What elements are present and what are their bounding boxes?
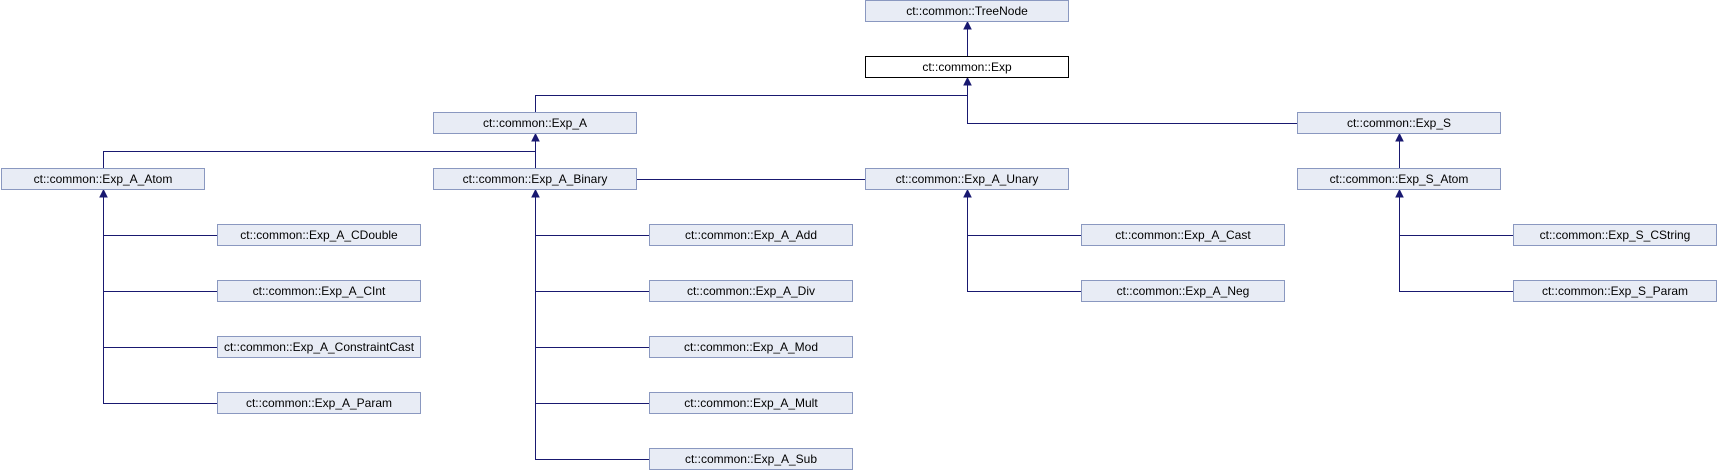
edge-exp-a-sub-to-exp-a-binary xyxy=(535,197,649,460)
edge-exp-s-param-to-exp-s-atom xyxy=(1399,197,1513,292)
node-exp-a-mod[interactable]: ct::common::Exp_A_Mod xyxy=(649,336,853,358)
node-exp-a-sub[interactable]: ct::common::Exp_A_Sub xyxy=(649,448,853,470)
edge-exp-a-atom-to-exp-a xyxy=(103,141,536,168)
node-exp-a-unary[interactable]: ct::common::Exp_A_Unary xyxy=(865,168,1069,190)
edge-exp-a-neg-to-exp-a-unary xyxy=(967,197,1081,292)
edge-exp-a-cint-to-exp-a-atom xyxy=(103,197,217,292)
edge-exp-a-constraintcast-to-exp-a-atom xyxy=(103,197,217,348)
arrowhead-exp-a xyxy=(531,132,540,142)
arrowhead-exp-a-binary xyxy=(531,188,540,198)
node-exp-a-constraintcast[interactable]: ct::common::Exp_A_ConstraintCast xyxy=(217,336,421,358)
node-exp-a-cast[interactable]: ct::common::Exp_A_Cast xyxy=(1081,224,1285,246)
arrowhead-exp xyxy=(963,76,972,86)
node-exp: ct::common::Exp xyxy=(865,56,1069,78)
edge-exp-a-to-exp xyxy=(535,85,968,112)
edge-exp-a-mult-to-exp-a-binary xyxy=(535,197,649,404)
edge-exp-a-cdouble-to-exp-a-atom xyxy=(103,197,217,236)
node-treenode[interactable]: ct::common::TreeNode xyxy=(865,0,1069,22)
node-exp-a-atom[interactable]: ct::common::Exp_A_Atom xyxy=(1,168,205,190)
edge-exp-a-param-to-exp-a-atom xyxy=(103,197,217,404)
arrowhead-exp-s-atom xyxy=(1395,188,1404,198)
edge-exp-s-to-exp xyxy=(967,85,1297,124)
node-exp-a-mult[interactable]: ct::common::Exp_A_Mult xyxy=(649,392,853,414)
node-exp-a-cint[interactable]: ct::common::Exp_A_CInt xyxy=(217,280,421,302)
arrowhead-exp-a-atom xyxy=(99,188,108,198)
node-exp-a[interactable]: ct::common::Exp_A xyxy=(433,112,637,134)
node-exp-a-neg[interactable]: ct::common::Exp_A_Neg xyxy=(1081,280,1285,302)
node-exp-a-add[interactable]: ct::common::Exp_A_Add xyxy=(649,224,853,246)
edge-exp-a-add-to-exp-a-binary xyxy=(535,197,649,236)
edge-exp-a-cast-to-exp-a-unary xyxy=(967,197,1081,236)
node-exp-a-div[interactable]: ct::common::Exp_A_Div xyxy=(649,280,853,302)
node-exp-s-param[interactable]: ct::common::Exp_S_Param xyxy=(1513,280,1717,302)
node-exp-a-binary[interactable]: ct::common::Exp_A_Binary xyxy=(433,168,637,190)
arrowhead-exp-a-unary xyxy=(963,188,972,198)
edge-exp-a-div-to-exp-a-binary xyxy=(535,197,649,292)
arrowhead-treenode xyxy=(963,20,972,30)
node-exp-s[interactable]: ct::common::Exp_S xyxy=(1297,112,1501,134)
arrowhead-exp-s xyxy=(1395,132,1404,142)
node-exp-s-cstring[interactable]: ct::common::Exp_S_CString xyxy=(1513,224,1717,246)
node-exp-s-atom[interactable]: ct::common::Exp_S_Atom xyxy=(1297,168,1501,190)
edge-exp-a-mod-to-exp-a-binary xyxy=(535,197,649,348)
node-exp-a-param[interactable]: ct::common::Exp_A_Param xyxy=(217,392,421,414)
node-exp-a-cdouble[interactable]: ct::common::Exp_A_CDouble xyxy=(217,224,421,246)
edge-exp-s-cstring-to-exp-s-atom xyxy=(1399,197,1513,236)
